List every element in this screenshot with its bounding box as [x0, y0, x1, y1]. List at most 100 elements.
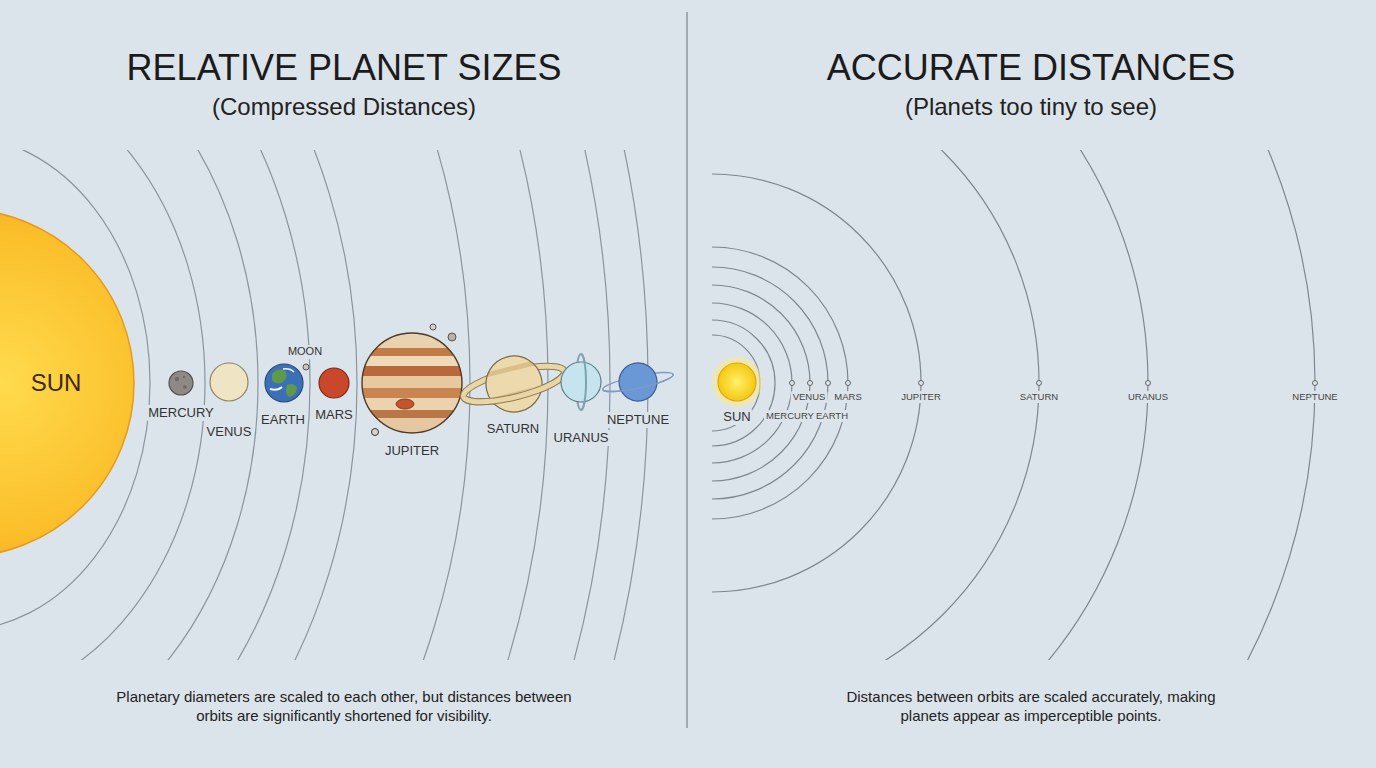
mercury-disc	[169, 371, 193, 395]
orbit-arc	[712, 247, 848, 519]
planet-label: JUPITER	[385, 443, 439, 459]
cloud	[283, 369, 294, 372]
label-holder: MERCURY	[764, 410, 816, 422]
orbit-arc	[0, 150, 548, 660]
orbit-arcs	[712, 150, 1315, 660]
label-holder: Planetary diameters are scaled to each o…	[112, 688, 576, 726]
land	[272, 370, 287, 384]
venus-planet	[210, 363, 248, 401]
label-holder: NEPTUNE	[1290, 391, 1339, 403]
caption-note: Planetary diameters are scaled to each o…	[114, 688, 574, 726]
orbit-arc	[0, 150, 470, 660]
label-holder: URANUS	[1126, 391, 1170, 403]
neptune-planet	[599, 356, 677, 408]
panel-title: ACCURATE DISTANCES	[827, 45, 1236, 90]
planet-point	[1037, 381, 1042, 386]
sun-disc	[0, 209, 134, 557]
label-holder: Distances between orbits are scaled accu…	[829, 688, 1233, 726]
moon-dot	[430, 324, 436, 330]
orbit-arc	[0, 150, 150, 630]
label-holder: (Planets too tiny to see)	[903, 92, 1159, 122]
great-red-spot	[396, 399, 414, 409]
planet-point	[790, 381, 795, 386]
caption-note: Distances between orbits are scaled accu…	[831, 688, 1231, 726]
orbit-arc	[0, 150, 258, 660]
planet-label: EARTH	[261, 412, 305, 428]
orbit-arc	[0, 150, 310, 660]
orbit-arc	[712, 320, 775, 446]
cloud	[270, 387, 282, 390]
orbit-arc	[712, 303, 792, 463]
ring-front	[464, 371, 568, 409]
planet-label: VENUS	[207, 424, 252, 440]
moon-dot	[303, 364, 309, 370]
label-holder: JUPITER	[383, 443, 441, 459]
saturn-outline	[480, 350, 548, 418]
label-holder: ACCURATE DISTANCES	[825, 45, 1238, 90]
label-holder: MARS	[832, 391, 863, 403]
ring-front	[581, 354, 586, 410]
orbit-arc	[712, 267, 828, 499]
label-holder: SATURN	[1018, 391, 1060, 403]
label-holder: MERCURY	[146, 405, 216, 421]
panel-title: RELATIVE PLANET SIZES	[127, 45, 562, 90]
mercury-planet	[169, 371, 193, 395]
label-holder: (Compressed Distances)	[210, 92, 478, 122]
crater	[183, 376, 185, 378]
uranus-planet	[561, 354, 601, 410]
label-holder: SATURN	[485, 421, 541, 437]
text-holder: SUN	[31, 368, 82, 398]
planet-label: JUPITER	[901, 391, 941, 403]
planet-label: URANUS	[1128, 391, 1168, 403]
planet-label: URANUS	[554, 430, 609, 446]
label-holder: NEPTUNE	[605, 412, 671, 428]
orbit-arc	[712, 285, 810, 481]
label-holder: EARTH	[259, 412, 307, 428]
label-holder: MOON	[286, 345, 324, 359]
label-holder: MARS	[313, 407, 355, 423]
planet-label: EARTH	[816, 410, 848, 422]
land	[286, 384, 297, 397]
planet-point	[808, 381, 813, 386]
orbit-arc	[712, 335, 760, 431]
crater	[175, 377, 179, 381]
planet-label: NEPTUNE	[1292, 391, 1337, 403]
panel-divider	[686, 12, 688, 728]
ring-front	[464, 371, 568, 409]
planet-points	[790, 381, 1318, 386]
planet-label: MERCURY	[766, 410, 814, 422]
label-holder: JUPITER	[899, 391, 943, 403]
sun-small	[718, 363, 756, 401]
planets	[169, 324, 677, 436]
sun-label: SUN	[31, 368, 82, 398]
planet-point	[826, 381, 831, 386]
uranus-disc	[561, 362, 601, 402]
orbit-arc	[712, 150, 1148, 660]
planet-label: MARS	[834, 391, 861, 403]
jupiter-planet	[362, 333, 462, 434]
label-holder: SUN	[721, 409, 752, 425]
orbit-arc	[0, 150, 648, 660]
moon-label: MOON	[288, 345, 322, 359]
jupiter-outline	[362, 333, 462, 433]
sun-glow	[712, 357, 762, 407]
orbit-arc	[712, 150, 1315, 660]
orbit-arc	[0, 150, 357, 660]
planet-point	[846, 381, 851, 386]
planet-label: SATURN	[487, 421, 539, 437]
planet-label: VENUS	[793, 391, 826, 403]
planet-point	[919, 381, 924, 386]
planet-label: SATURN	[1020, 391, 1058, 403]
sun-circle: SUN	[0, 208, 135, 558]
planet-label: NEPTUNE	[607, 412, 669, 428]
moon-dot	[448, 333, 456, 341]
orbit-arc	[0, 150, 610, 660]
crater	[183, 385, 187, 389]
planet-label: MERCURY	[148, 405, 214, 421]
label-holder: VENUS	[791, 391, 828, 403]
mars-planet	[319, 368, 349, 398]
orbit-arc	[712, 150, 1039, 660]
